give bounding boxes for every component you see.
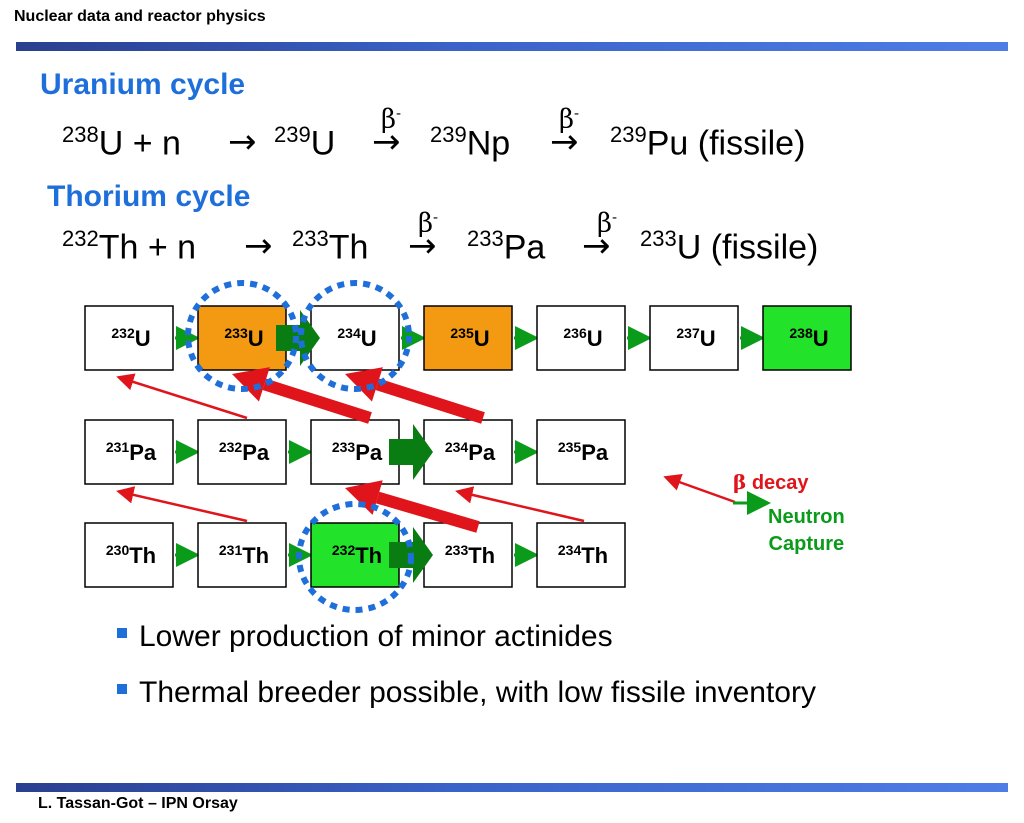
bullet-square-icon [117, 628, 127, 638]
nuclide-box-230th [84, 522, 174, 588]
nuclide-label-238u: 238U [789, 325, 828, 351]
nuclide-label-232pa: 232Pa [219, 439, 270, 465]
nuclide-box-235u [423, 305, 513, 371]
nuclide-box-231th [197, 522, 287, 588]
thorium-cycle-heading: Thorium cycle [47, 180, 251, 213]
beta-decay-arrow [116, 486, 248, 523]
beta-decay-arrow [455, 486, 585, 523]
bullet-list: Lower production of minor actinides Ther… [117, 620, 816, 732]
uranium-beta-label-1: β- [381, 104, 402, 135]
thorium-equation-term-1: 232Th + n [62, 226, 197, 267]
uranium-equation-term-3: 239Np [430, 122, 511, 163]
nuclide-box-232u [84, 305, 174, 371]
uranium-equation-term-1: 238U + n [62, 122, 181, 163]
nuclide-label-236u: 236U [563, 325, 602, 351]
beta-decay-main-arrow [262, 378, 372, 424]
uranium-cycle-heading: Uranium cycle [40, 68, 246, 101]
nuclide-label-231pa: 231Pa [106, 439, 157, 465]
footer-author: L. Tassan-Got – IPN Orsay [38, 795, 238, 812]
legend-beta-arrow [663, 473, 736, 504]
footer-bar [16, 783, 1008, 792]
beta-decay-arrow [116, 373, 248, 420]
thorium-decay-arrow-2: → [582, 226, 611, 266]
header-bar [16, 42, 1008, 51]
nuclide-box-231pa [84, 419, 174, 485]
thorium-equation-term-2: 233Th [292, 226, 369, 267]
nuclide-box-238u [762, 305, 852, 371]
thorium-equation-term-3: 233Pa [467, 226, 546, 267]
beta-decay-main-arrowhead [232, 367, 270, 402]
nuclide-box-232pa [197, 419, 287, 485]
neutron-capture-main-arrow [389, 424, 433, 480]
header-title: Nuclear data and reactor physics [14, 8, 266, 25]
nuclide-label-230th: 230Th [106, 542, 156, 568]
beta-decay-main-arrowhead [345, 367, 383, 402]
nuclide-label-235u: 235U [450, 325, 489, 351]
fissile-highlight-ring [185, 280, 299, 392]
bullet-square-icon [117, 684, 127, 694]
nuclide-label-234th: 234Th [558, 542, 608, 568]
thorium-beta-label-2: β- [597, 208, 618, 239]
nuclide-label-237u: 237U [676, 325, 715, 351]
nuclide-box-234th [536, 522, 626, 588]
nuclide-box-237u [649, 305, 739, 371]
thorium-equation-term-4: 233U (fissile) [640, 226, 819, 267]
uranium-equation-term-4: 239Pu (fissile) [610, 122, 806, 163]
uranium-capture-arrow: → [228, 122, 257, 162]
nuclide-label-234pa: 234Pa [445, 439, 496, 465]
intermediate-highlight-ring [298, 280, 412, 392]
fertile-highlight-ring [296, 501, 414, 613]
thorium-decay-arrow-1: → [408, 226, 437, 266]
uranium-equation-term-2: 239U [274, 122, 336, 163]
thorium-beta-label-1: β- [418, 208, 439, 239]
nuclide-box-236u [536, 305, 626, 371]
thorium-capture-arrow: → [244, 226, 273, 266]
beta-decay-main-arrow [375, 491, 480, 533]
nuclide-box-235pa [536, 419, 626, 485]
nuclide-label-231th: 231Th [219, 542, 269, 568]
uranium-decay-arrow-2: → [550, 122, 579, 162]
uranium-decay-arrow-1: → [372, 122, 401, 162]
legend-beta-decay-label: β decay [733, 470, 809, 494]
bullet-item: Lower production of minor actinides [117, 620, 816, 654]
bullet-item: Thermal breeder possible, with low fissi… [117, 676, 816, 710]
nuclide-label-233th: 233Th [445, 542, 495, 568]
beta-decay-main-arrow [375, 378, 485, 424]
nuclide-box-234u [310, 305, 400, 371]
nuclide-box-234pa [423, 419, 513, 485]
nuclide-box-233u [197, 305, 287, 371]
nuclide-label-233pa: 233Pa [332, 439, 383, 465]
nuclide-label-235pa: 235Pa [558, 439, 609, 465]
nuclide-label-232u: 232U [111, 325, 150, 351]
nuclide-label-232th: 232Th [332, 542, 382, 568]
uranium-beta-label-2: β- [559, 104, 580, 135]
nuclide-label-234u: 234U [337, 325, 376, 351]
nuclide-label-233u: 233U [224, 325, 263, 351]
